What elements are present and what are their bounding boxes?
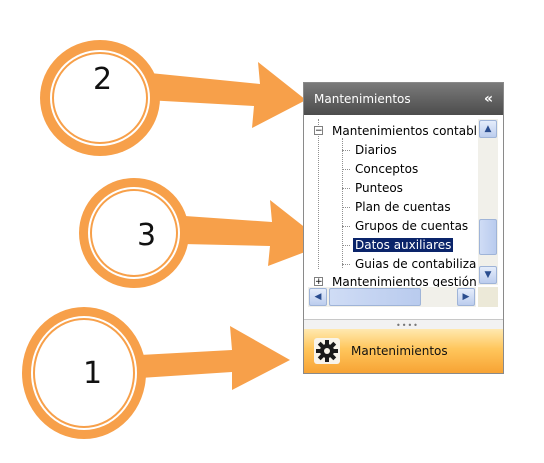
splitter-grip: •••• bbox=[396, 321, 419, 330]
tree-branch bbox=[342, 169, 350, 170]
horizontal-scrollbar[interactable]: ◀ ▶ bbox=[308, 287, 476, 307]
panel-title: Mantenimientos bbox=[314, 92, 411, 106]
selected-item-label: Datos auxiliares bbox=[353, 238, 454, 252]
arrow-2 bbox=[146, 62, 306, 128]
tree-node-mantenimientos-gestion[interactable]: Mantenimientos gestión bbox=[332, 275, 476, 287]
expand-node-icon[interactable]: + bbox=[314, 277, 323, 287]
gear-icon bbox=[314, 338, 340, 364]
panel-splitter[interactable]: •••• bbox=[304, 319, 503, 330]
panel-header: Mantenimientos « bbox=[304, 83, 503, 115]
tree-connector-line bbox=[342, 138, 343, 268]
tree-view: − Mantenimientos contables Diarios Conce… bbox=[304, 115, 503, 319]
arrow-3 bbox=[183, 200, 326, 266]
tree-branch bbox=[342, 226, 350, 227]
callout-circle-1 bbox=[22, 307, 146, 439]
tree-item-plan-de-cuentas[interactable]: Plan de cuentas bbox=[355, 200, 451, 214]
tree-node-mantenimientos-contables[interactable]: Mantenimientos contables bbox=[332, 124, 476, 138]
scroll-down-icon[interactable]: ▼ bbox=[479, 266, 497, 284]
scroll-right-icon[interactable]: ▶ bbox=[457, 288, 475, 306]
vertical-scrollbar[interactable]: ▲ ▼ bbox=[478, 119, 498, 285]
tree-item-grupos-de-cuentas[interactable]: Grupos de cuentas bbox=[355, 219, 469, 233]
collapse-node-icon[interactable]: − bbox=[314, 126, 323, 136]
tree-item-punteos[interactable]: Punteos bbox=[355, 181, 403, 195]
callout-number-2: 2 bbox=[93, 62, 113, 97]
vertical-scroll-thumb[interactable] bbox=[479, 219, 497, 255]
tree-item-datos-auxiliares[interactable]: Datos auxiliares bbox=[353, 236, 454, 254]
tree-item-diarios[interactable]: Diarios bbox=[355, 143, 397, 157]
mantenimientos-panel: Mantenimientos « − Mantenimientos contab… bbox=[303, 82, 504, 374]
tree-viewport: − Mantenimientos contables Diarios Conce… bbox=[304, 115, 476, 287]
tree-branch bbox=[342, 150, 350, 151]
callout-circle-2 bbox=[40, 40, 160, 156]
tree-branch bbox=[342, 245, 350, 246]
mantenimientos-nav-button[interactable]: Mantenimientos bbox=[304, 329, 503, 373]
tree-item-guias-de-contabilizacion[interactable]: Guias de contabilizacion bbox=[355, 257, 476, 271]
callout-circle-3 bbox=[79, 178, 189, 288]
horizontal-scroll-thumb[interactable] bbox=[329, 288, 421, 306]
tree-branch bbox=[342, 188, 350, 189]
tree-branch bbox=[342, 264, 350, 265]
tree-branch bbox=[342, 207, 350, 208]
callout-number-3: 3 bbox=[137, 218, 157, 253]
nav-button-label: Mantenimientos bbox=[351, 344, 448, 358]
scroll-up-icon[interactable]: ▲ bbox=[479, 120, 497, 138]
scroll-left-icon[interactable]: ◀ bbox=[309, 288, 327, 306]
callout-number-1: 1 bbox=[83, 356, 103, 391]
arrow-1 bbox=[140, 326, 290, 390]
tree-root-line bbox=[318, 119, 319, 269]
collapse-panel-button[interactable]: « bbox=[483, 91, 493, 107]
scrollbar-corner bbox=[478, 287, 498, 307]
tree-item-conceptos[interactable]: Conceptos bbox=[355, 162, 419, 176]
